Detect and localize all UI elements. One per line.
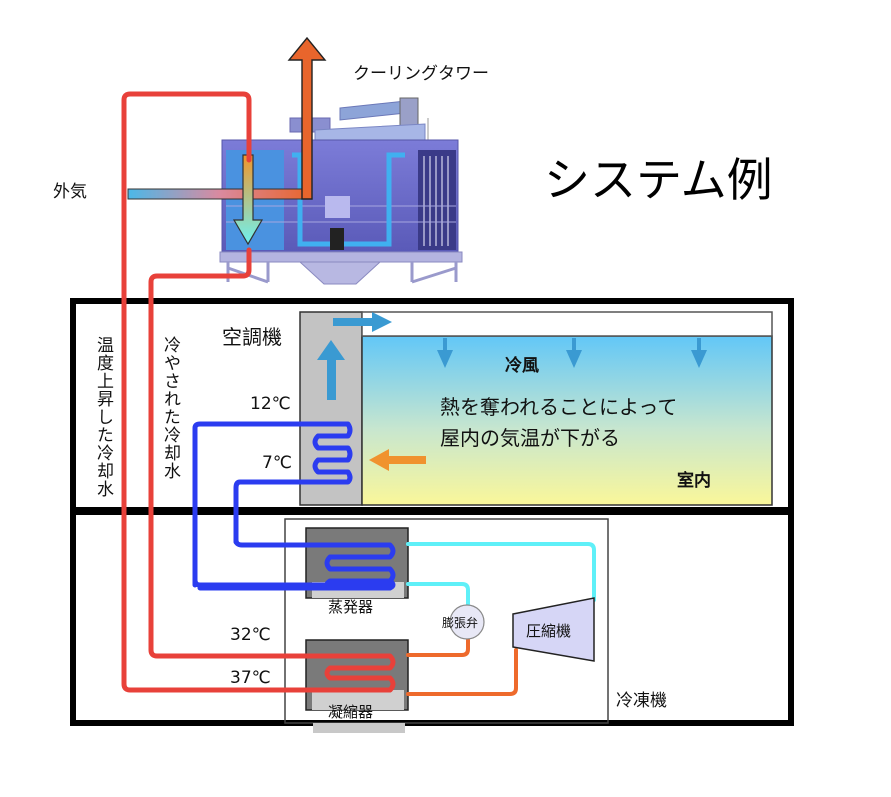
cold-air-down-arrows: [437, 338, 707, 368]
evaporator-label: 蒸発器: [328, 598, 374, 616]
compressor-shape: [512, 597, 595, 662]
chilled-cooling-water-label: 冷やされた冷却水: [160, 336, 180, 480]
warmed-cooling-water-label: 温度上昇した冷却水: [93, 336, 113, 498]
air-conditioner-label: 空調機: [222, 325, 282, 349]
ahu-coil: [192, 421, 353, 588]
cooling-tower-illustration: [219, 97, 463, 285]
air-up-arrow: [317, 340, 345, 400]
diagram-title: システム例: [544, 153, 773, 207]
water-spray-down-arrow: [232, 154, 264, 246]
room-message-line2: 屋内の気温が下がる: [440, 426, 620, 450]
chiller-label: 冷凍機: [616, 691, 667, 711]
cold-air-arrow-1: [437, 338, 453, 368]
cold-air-label: 冷風: [505, 356, 539, 376]
refrigerant-discharge-line: [406, 648, 518, 696]
room-message-line1: 熱を奪われることによって: [440, 395, 678, 419]
cooling-tower-label: クーリングタワー: [353, 64, 489, 84]
condenser-in-temp: 32℃: [230, 625, 271, 645]
ahu-return-temp: 12℃: [250, 394, 291, 414]
chiller-box: [284, 518, 609, 724]
expansion-valve-label: 膨張弁: [442, 616, 479, 630]
compressor-label: 圧縮機: [526, 622, 572, 640]
evaporator-coil: [192, 537, 396, 591]
air-supply-arrow: [333, 312, 392, 332]
air-duct: [361, 311, 773, 337]
refrigerant-liquid-line-hot: [406, 638, 470, 657]
exhaust-air-arrow: [287, 36, 327, 200]
return-air-arrow: [369, 449, 426, 471]
condenser-out-temp: 37℃: [230, 668, 271, 688]
condenser-label: 凝縮器: [328, 703, 374, 721]
room-area: [361, 335, 773, 506]
outside-air-label: 外気: [53, 182, 87, 202]
refrigerant-suction-line: [406, 542, 596, 602]
cold-air-arrow-3: [691, 338, 707, 368]
hot-water-pipes: [121, 91, 396, 693]
room-label: 室内: [677, 471, 711, 491]
cold-air-arrow-2: [566, 338, 582, 368]
expansion-valve-circle: [449, 604, 485, 640]
refrigerant-liquid-line-cold: [406, 582, 470, 606]
ahu-supply-temp: 7℃: [262, 453, 292, 473]
outside-air-duct: [127, 188, 311, 200]
